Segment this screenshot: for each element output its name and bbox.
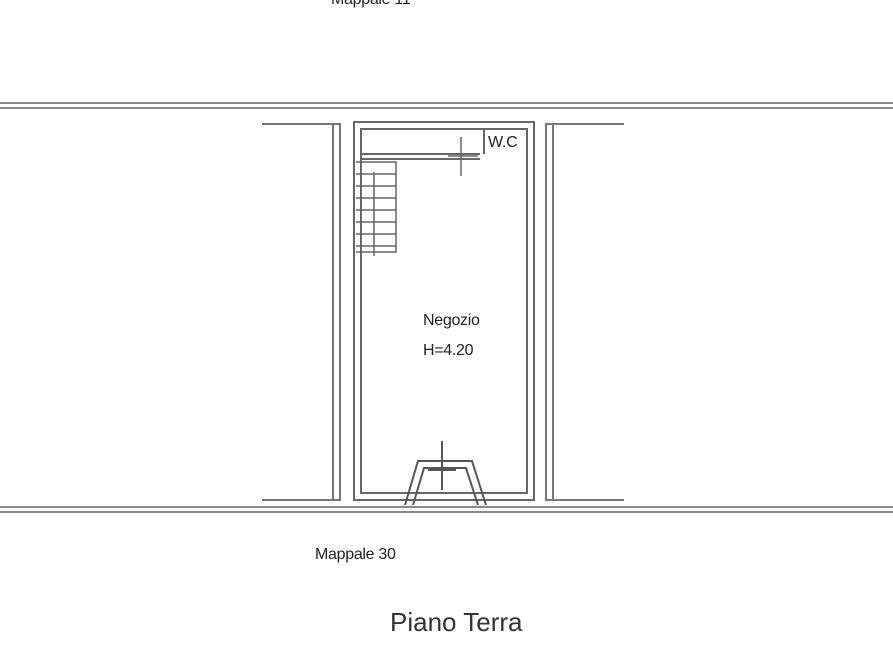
top-boundary — [0, 102, 893, 109]
right-neighbour-wall — [545, 123, 624, 501]
bottom-boundary — [0, 506, 893, 513]
room-name-label: Negozio — [423, 312, 480, 329]
room-height-label: H=4.20 — [423, 342, 474, 359]
floor-title: Piano Terra — [390, 607, 523, 637]
wc-partition — [361, 129, 485, 160]
left-neighbour-wall — [262, 123, 341, 501]
wc-door-symbol — [448, 137, 478, 176]
staircase — [356, 161, 397, 256]
wc-label: W.C — [488, 134, 518, 151]
entrance-recess — [404, 441, 487, 506]
bottom-parcel-label: Mappale 30 — [315, 546, 396, 563]
top-parcel-label: Mappale 11 — [331, 0, 411, 9]
shop-walls — [353, 121, 535, 501]
